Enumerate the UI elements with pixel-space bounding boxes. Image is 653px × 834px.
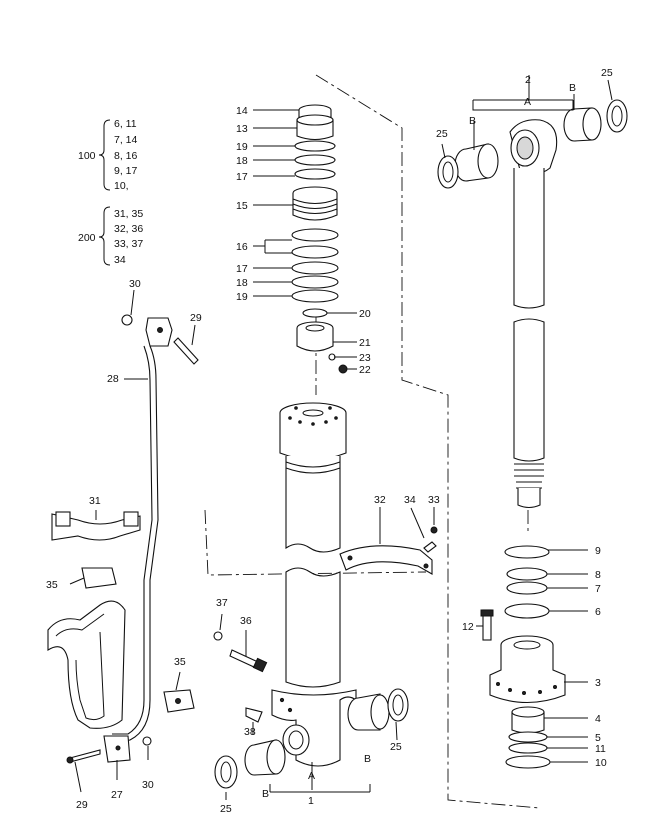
callout-label: 5 <box>595 732 601 744</box>
callout-label: 17 <box>236 263 248 275</box>
callout-label: 29 <box>76 799 88 811</box>
callout-label: 12 <box>462 621 474 633</box>
cylinder-tube <box>271 402 357 767</box>
callout-label: 18 <box>236 277 248 289</box>
group-100-id: 100 <box>78 150 96 162</box>
callout-label: B <box>364 753 371 765</box>
group-200-line: 33, 37 <box>114 238 143 250</box>
callout-labels: 14 13 19 18 17 15 16 17 18 19 20 21 23 2… <box>46 67 613 815</box>
callout-label: 3 <box>595 677 601 689</box>
group-200-legend: 200 31, 35 32, 36 33, 37 34 <box>78 206 143 266</box>
callout-label: 15 <box>236 200 248 212</box>
group-200-line: 32, 36 <box>114 223 143 235</box>
callout-label: 25 <box>436 128 448 140</box>
group-200-line: 34 <box>114 254 126 266</box>
callout-label: A <box>524 96 531 108</box>
callout-label: 21 <box>359 337 371 349</box>
callout-label: 1 <box>308 795 314 807</box>
callout-label: 34 <box>404 494 416 506</box>
callout-label: 31 <box>89 495 101 507</box>
group-100-line: 8, 16 <box>114 150 138 162</box>
callout-label: 30 <box>142 779 154 791</box>
callout-label: 25 <box>390 741 402 753</box>
callout-label: B <box>569 82 576 94</box>
callout-label: 4 <box>595 713 601 725</box>
callout-label: 19 <box>236 141 248 153</box>
callout-label: B <box>469 115 476 127</box>
group-100-line: 10, <box>114 180 129 192</box>
callout-label: 38 <box>244 726 256 738</box>
callout-label: 2 <box>525 74 531 86</box>
group-200-line: 31, 35 <box>114 208 143 220</box>
callout-label: 6 <box>595 606 601 618</box>
rod-seal-stack <box>291 104 348 374</box>
callout-label: 30 <box>129 278 141 290</box>
callout-label: 11 <box>595 743 606 755</box>
callout-label: 32 <box>374 494 386 506</box>
piston-rod <box>509 119 558 509</box>
callout-label: 13 <box>236 123 248 135</box>
piston-assembly <box>480 545 566 769</box>
group-100-line: 9, 17 <box>114 165 138 177</box>
callout-label: 35 <box>46 579 58 591</box>
callout-label: 36 <box>240 615 252 627</box>
callout-label: 33 <box>428 494 440 506</box>
callout-label: 35 <box>174 656 186 668</box>
callout-label: 28 <box>107 373 119 385</box>
group-200-id: 200 <box>78 232 96 244</box>
callout-label: 14 <box>236 105 248 117</box>
leader-lines <box>69 75 613 800</box>
assembly-lines <box>204 74 541 809</box>
callout-label: 20 <box>359 308 371 320</box>
group-100-legend: 100 6, 11 7, 14 8, 16 9, 17 10, <box>78 118 138 192</box>
callout-label: 19 <box>236 291 248 303</box>
callout-label: 8 <box>595 569 601 581</box>
callout-label: 23 <box>359 352 371 364</box>
callout-label: 25 <box>601 67 613 79</box>
callout-label: 27 <box>111 789 123 801</box>
callout-label: 16 <box>236 241 248 253</box>
callout-label: 29 <box>190 312 202 324</box>
group-100-line: 6, 11 <box>114 118 137 130</box>
callout-label: B <box>262 788 269 800</box>
callout-label: 17 <box>236 171 248 183</box>
callout-label: 25 <box>220 803 232 815</box>
callout-label: 10 <box>595 757 607 769</box>
callout-label: A <box>308 770 315 782</box>
group-100-line: 7, 14 <box>114 134 138 146</box>
callout-label: 18 <box>236 155 248 167</box>
tube-assembly <box>47 314 438 789</box>
callout-label: 7 <box>595 583 601 595</box>
callout-label: 22 <box>359 364 371 376</box>
rod-eye-bushings <box>437 99 628 189</box>
callout-label: 37 <box>216 597 228 609</box>
callout-label: 9 <box>595 545 601 557</box>
